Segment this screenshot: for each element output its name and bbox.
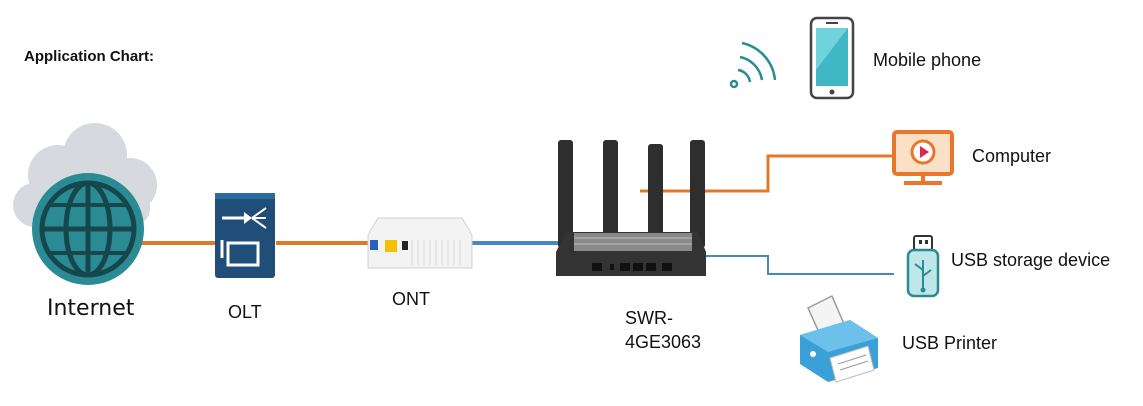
ont-icon [367, 217, 473, 269]
olt-label: OLT [228, 302, 262, 322]
router-icon [556, 140, 706, 276]
usb-storage-icon [906, 235, 940, 298]
ont-label: ONT [392, 289, 430, 309]
diagram-heading: Application Chart: [24, 48, 154, 65]
wifi-signal-icon [729, 41, 777, 89]
globe-icon [32, 173, 144, 285]
link-router-usb-storage [690, 255, 894, 275]
mobile-phone-label: Mobile phone [873, 50, 982, 70]
link-router-computer [640, 154, 894, 193]
router-label-line2: 4GE3063 [625, 332, 702, 352]
printer-icon [800, 294, 878, 383]
internet-label: Internet [47, 296, 135, 321]
mobile-phone-icon [809, 16, 855, 100]
computer-label: Computer [972, 146, 1052, 166]
router-label: SWR- 4GE3063 [625, 306, 701, 354]
usb-printer-label: USB Printer [902, 333, 998, 353]
usb-storage-label: USB storage device [951, 250, 1111, 270]
computer-icon [892, 130, 954, 185]
olt-icon [215, 193, 275, 278]
router-label-line1: SWR- [625, 308, 673, 328]
